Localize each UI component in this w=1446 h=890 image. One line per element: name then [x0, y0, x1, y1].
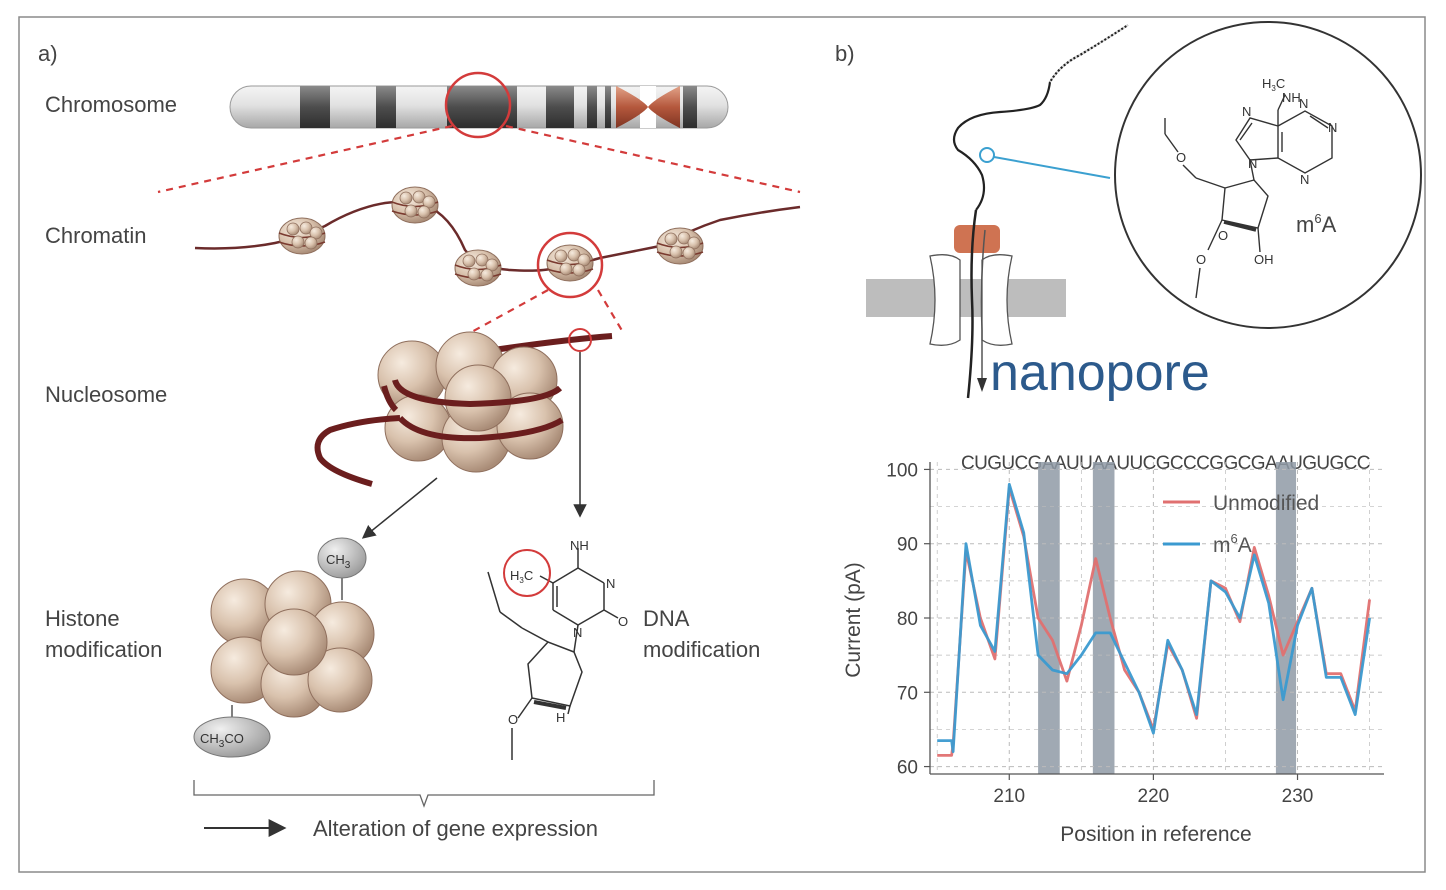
panel-b-label: b) [835, 41, 855, 66]
methylcytosine-labels: NH H3C N N O O H [508, 538, 628, 727]
label-nucleosome: Nucleosome [45, 382, 167, 407]
m6a-methyl-h: H [1262, 76, 1271, 91]
ch3-text: CH [326, 552, 345, 567]
histone-graphic: CH3 CH3CO [193, 537, 375, 758]
x-tick-label: 230 [1282, 786, 1314, 807]
dna-highlight-circle [568, 328, 592, 352]
y-axis-title: Current (pA) [842, 562, 865, 678]
x-axis-title: Position in reference [1060, 823, 1251, 846]
nucleosome-graphic [314, 331, 613, 487]
svg-text:H3C: H3C [510, 568, 533, 585]
series-line-1 [937, 482, 1371, 754]
chromosome-graphic [229, 71, 729, 139]
chromatin-nucleosomes [278, 186, 704, 287]
label-histone-mod-1: Histone [45, 606, 120, 631]
label-chromosome: Chromosome [45, 92, 177, 117]
cyt-carbonyl-o: O [618, 614, 628, 629]
legend-label-base: m [1213, 534, 1231, 557]
x-tick-label: 220 [1138, 786, 1170, 807]
m6a-oh: OH [1254, 252, 1274, 267]
svg-text:CH3CO: CH3CO [200, 731, 244, 750]
m6a-n1: N [1242, 104, 1251, 119]
footer-text: Alteration of gene expression [313, 816, 598, 841]
m6a-labels: H3C NH N N N N N O O O OH m6A [1176, 76, 1337, 267]
chart-sequence: CUGUCGAAUUAAUUCGCCCGGCGAAUGUGCC [961, 453, 1370, 474]
acetyl-text-b: CO [224, 731, 244, 746]
m6a-n2: N [1299, 96, 1308, 111]
highlight-band-0 [1038, 462, 1060, 774]
chart-series [937, 482, 1371, 757]
chart-ticks: 60 70 80 90 100 210 220 230 [886, 460, 1313, 807]
acetyl-text-a: CH [200, 731, 219, 746]
m6a-zoom-circle [1114, 21, 1422, 329]
legend-label-sup: 6 [1231, 531, 1238, 546]
m6a-n5: N [1248, 156, 1257, 171]
acetyl-sub: 3 [219, 739, 225, 750]
bracket [193, 780, 655, 808]
ch3-group [317, 537, 367, 579]
chromosome-highlight-circle [444, 71, 512, 139]
chart-legend: Unmodified m6A [1163, 492, 1319, 557]
cyt-methyl-sub: 3 [519, 576, 524, 585]
m6a-methyl-c: C [1276, 76, 1285, 91]
ch3-sub: 3 [345, 560, 351, 571]
legend-label-tail: A [1238, 534, 1252, 557]
zoom-connector [993, 156, 1111, 179]
m6a-o-3prime: O [1196, 252, 1206, 267]
cyt-methyl-c: C [524, 568, 533, 583]
label-dna-mod-2: modification [643, 637, 760, 662]
svg-text:CH3: CH3 [326, 552, 351, 571]
m6a-nh: NH [1282, 90, 1301, 105]
m6a-o-5prime: O [1176, 150, 1186, 165]
m6a-name-sup: 6 [1314, 211, 1321, 226]
cyt-n-top: N [606, 576, 615, 591]
nanopore-label: nanopore [990, 344, 1210, 402]
acetyl-group [193, 716, 271, 758]
nanopore-graphic [866, 209, 1066, 399]
y-tick-label: 90 [897, 535, 918, 556]
svg-text:m6A: m6A [1296, 211, 1337, 237]
m6a-n3: N [1328, 120, 1337, 135]
current-chart: CUGUCGAAUUAAUUCGCCCGGCGAAUGUGCC 60 70 80 90… [842, 453, 1384, 846]
m6a-methyl-sub: 3 [1271, 84, 1276, 93]
rna-strand [952, 24, 1129, 211]
methyl-highlight-circle [503, 549, 551, 597]
label-dna-mod-1: DNA [643, 606, 690, 631]
cyt-h: H [556, 710, 565, 725]
y-tick-label: 70 [897, 683, 918, 704]
highlight-bands [1038, 462, 1297, 774]
y-tick-label: 80 [897, 609, 918, 630]
y-tick-label: 100 [886, 460, 918, 481]
cyt-ring-o: O [508, 712, 518, 727]
svg-text:H3C: H3C [1262, 76, 1285, 93]
cyt-methyl-h: H [510, 568, 519, 583]
panel-a-label: a) [38, 41, 58, 66]
y-tick-label: 60 [897, 758, 918, 779]
x-tick-label: 210 [993, 786, 1025, 807]
m6a-name-a: A [1322, 212, 1337, 237]
figure-frame [18, 16, 1426, 873]
panel-a: a) Chromosome Chromatin Nucleosome Histo… [38, 41, 801, 841]
m6a-structure [1164, 94, 1333, 299]
chromatin-highlight-circle [536, 231, 604, 299]
cyt-n-bottom: N [573, 625, 582, 640]
label-histone-mod-2: modification [45, 637, 162, 662]
m6a-o-ring: O [1218, 228, 1228, 243]
m6a-name-m: m [1296, 212, 1314, 237]
rna-modification-circle [979, 147, 995, 163]
methylcytosine-structure [487, 548, 619, 760]
legend-label-0: Unmodified [1213, 492, 1319, 515]
label-chromatin: Chromatin [45, 223, 146, 248]
m6a-n4: N [1300, 172, 1309, 187]
highlight-band-1 [1092, 462, 1115, 774]
legend-label-1: m6A [1213, 531, 1252, 557]
legend-label-base: Unmodified [1213, 492, 1319, 515]
panel-b: b) nanopore [835, 21, 1422, 846]
cyt-nh: NH [570, 538, 589, 553]
